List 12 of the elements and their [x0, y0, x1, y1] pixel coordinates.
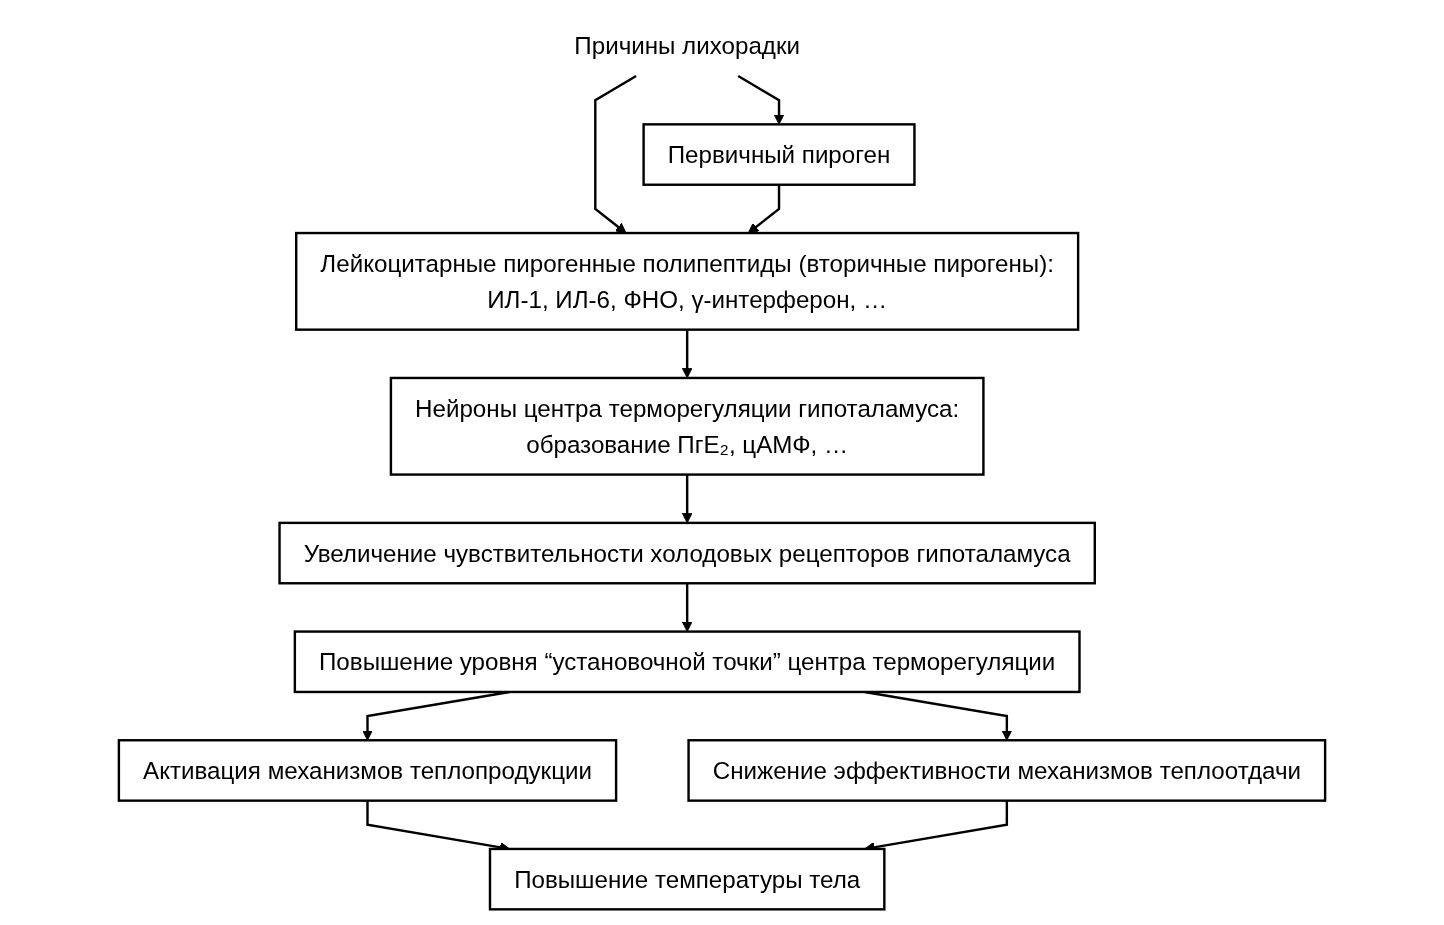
node-box: Нейроны центра терморегуляции гипоталамуса: образование ПгЕ₂, цАМФ, …	[389, 376, 985, 476]
node-box: Повышение температуры тела	[488, 847, 886, 911]
node-box: Увеличение чувствительности холодовых рецепторов гипоталамуса	[278, 521, 1096, 585]
arrow	[747, 184, 781, 234]
node-box: Активация механизмов теплопродукции	[117, 739, 618, 802]
arrow	[737, 75, 785, 125]
node-box: Первичный пироген	[642, 123, 916, 186]
node-box: Лейкоцитарные пирогенные полипептиды (вторичные пирогены): ИЛ-1, ИЛ-6, ФНО, γ-интерферон, …	[295, 231, 1080, 331]
arrow	[594, 75, 637, 234]
node-box: Снижение эффективности механизмов теплоотдачи	[687, 739, 1327, 802]
node-text: Причины лихорадки	[574, 32, 800, 60]
node-box: Повышение уровня “установочной точки” центра терморегуляции	[293, 630, 1081, 694]
